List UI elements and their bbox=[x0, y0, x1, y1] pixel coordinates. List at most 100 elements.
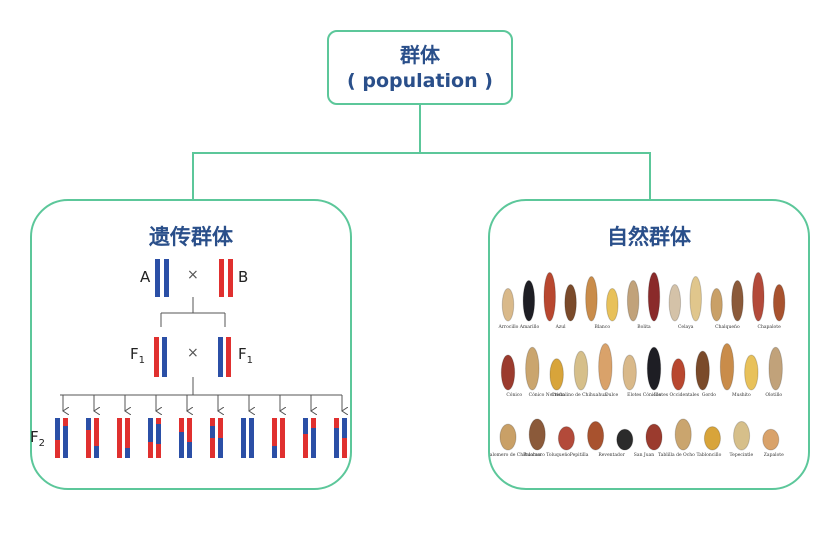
chromosome-f2-5b-seg-1 bbox=[218, 438, 223, 458]
maize-label-0-6: Chapalote bbox=[758, 324, 782, 330]
maize-label-2-8: Zapalote bbox=[764, 452, 784, 458]
chromosome-f2-0b-seg-0 bbox=[63, 418, 68, 426]
maize-label-0-1: Azul bbox=[555, 324, 567, 330]
chromosome-f2-9a-seg-0 bbox=[334, 418, 339, 428]
maize-label-1-8: Olotillo bbox=[765, 392, 782, 398]
maize-ear-1-4 bbox=[598, 342, 613, 391]
chromosome-f2-2b-seg-0 bbox=[125, 418, 130, 448]
maize-ear-1-0 bbox=[500, 354, 516, 391]
chromosome-f2-9b-seg-1 bbox=[342, 438, 347, 458]
chromosome-f1a2-seg-0 bbox=[162, 337, 167, 377]
maize-label-1-7: Mushito bbox=[732, 392, 751, 398]
maize-label-2-3: Reventador bbox=[598, 452, 625, 458]
chromosome-f2-8b-seg-1 bbox=[311, 428, 316, 458]
maize-ear-0-11 bbox=[731, 280, 744, 322]
chromosome-f2-1b-seg-1 bbox=[94, 446, 99, 458]
maize-ear-0-13 bbox=[772, 284, 786, 322]
parent-a-label: A bbox=[140, 268, 151, 286]
maize-ear-2-5 bbox=[645, 423, 663, 451]
maize-ear-0-3 bbox=[564, 284, 577, 322]
chromosome-f2-9b-seg-0 bbox=[342, 418, 347, 438]
chromosome-f2-4a-seg-1 bbox=[179, 432, 184, 458]
chromosome-f2-1b-seg-0 bbox=[94, 418, 99, 446]
maize-label-1-4: Elotes Cónicos bbox=[627, 391, 661, 398]
chromosome-f1b1-seg-0 bbox=[218, 337, 223, 377]
maize-label-2-2: Pepitilla bbox=[570, 452, 589, 458]
maize-label-1-6: Gordo bbox=[702, 392, 716, 398]
chromosome-b1-seg-0 bbox=[219, 259, 224, 297]
chromosome-f2-3a-seg-1 bbox=[148, 442, 153, 458]
root-subtitle: ( population ) bbox=[347, 69, 493, 92]
chromosome-b2-seg-0 bbox=[228, 259, 233, 297]
maize-label-2-4: San Juan bbox=[634, 452, 654, 458]
connector-horizontal bbox=[192, 152, 651, 154]
maize-ear-0-1 bbox=[522, 280, 536, 322]
cross-symbol-f1: × bbox=[187, 345, 199, 361]
chromosome-f2-3b-seg-2 bbox=[156, 444, 161, 458]
genetic-population-title: 遗传群体 bbox=[149, 225, 233, 249]
maize-ear-2-6 bbox=[674, 418, 692, 451]
maize-label-0-2: Blanco bbox=[595, 324, 611, 330]
maize-ear-2-1 bbox=[528, 418, 546, 451]
genetic-population-node: 遗传群体 A B × F1 F1 × F2 bbox=[30, 199, 352, 490]
cross-symbol-parents: × bbox=[187, 267, 199, 283]
parent-cross-lines bbox=[160, 297, 226, 327]
maize-ear-0-6 bbox=[626, 280, 640, 322]
connector-root-down bbox=[419, 105, 421, 153]
maize-label-1-2: Cristalino de Chihuahua bbox=[551, 392, 607, 398]
maize-ear-1-6 bbox=[646, 346, 662, 391]
chromosome-f2-8b-seg-0 bbox=[311, 418, 316, 428]
chromosome-a1-seg-0 bbox=[155, 259, 160, 297]
chromosome-f2-7b-seg-0 bbox=[280, 418, 285, 458]
connector-right-down bbox=[649, 152, 651, 200]
maize-ear-0-2 bbox=[543, 272, 556, 322]
maize-label-0-0: Arrocillo Amarillo bbox=[498, 324, 540, 330]
natural-population-title: 自然群体 bbox=[607, 225, 691, 249]
maize-label-0-5: Chalqueño bbox=[715, 323, 740, 330]
chromosome-f2-6b-seg-0 bbox=[249, 418, 254, 458]
maize-ear-1-10 bbox=[744, 354, 759, 391]
chromosome-f2-2a-seg-0 bbox=[117, 418, 122, 458]
chromosome-f2-7a-seg-1 bbox=[272, 446, 277, 458]
chromosome-f2-6a-seg-0 bbox=[241, 418, 246, 458]
maize-ear-1-3 bbox=[573, 350, 589, 391]
maize-ear-2-0 bbox=[499, 423, 517, 451]
chromosome-f2-0a-seg-1 bbox=[55, 440, 60, 458]
maize-ear-1-5 bbox=[622, 354, 637, 391]
chromosome-f2-9a-seg-1 bbox=[334, 428, 339, 458]
maize-label-2-7: Tepecintle bbox=[730, 452, 754, 458]
chromosome-f2-4b-seg-1 bbox=[187, 442, 192, 458]
maize-label-1-0: Cónico bbox=[506, 391, 522, 398]
maize-ear-2-8 bbox=[733, 421, 751, 451]
chromosome-f2-0b-seg-1 bbox=[63, 426, 68, 458]
chromosome-f2-8a-seg-1 bbox=[303, 434, 308, 458]
chromosome-f2-2b-seg-1 bbox=[125, 448, 130, 458]
f1-left-label: F1 bbox=[130, 345, 145, 366]
maize-ear-2-3 bbox=[587, 421, 605, 451]
chromosome-f2-5a-seg-1 bbox=[210, 426, 215, 438]
chromosome-f2-3b-seg-0 bbox=[156, 418, 161, 424]
chromosome-f1b2-seg-0 bbox=[226, 337, 231, 377]
maize-ear-1-7 bbox=[671, 358, 686, 391]
maize-ear-1-8 bbox=[695, 350, 710, 391]
maize-ear-1-11 bbox=[768, 346, 783, 391]
chromosome-f2-3a-seg-0 bbox=[148, 418, 153, 442]
f2-label: F2 bbox=[30, 428, 45, 449]
maize-ear-0-7 bbox=[647, 272, 661, 322]
chromosome-f2-8a-seg-0 bbox=[303, 418, 308, 434]
maize-label-2-1: Palomero Toluqueño bbox=[523, 451, 570, 458]
maize-ear-1-2 bbox=[549, 358, 564, 391]
chromosome-f2-0a-seg-0 bbox=[55, 418, 60, 440]
chromosome-f1a1-seg-0 bbox=[154, 337, 159, 377]
chromosome-f2-5a-seg-2 bbox=[210, 438, 215, 458]
chromosome-f2-4a-seg-0 bbox=[179, 418, 184, 432]
maize-ear-2-4 bbox=[616, 428, 634, 451]
maize-label-1-1: Cónico Norteño bbox=[529, 391, 565, 398]
chromosome-a2-seg-0 bbox=[164, 259, 169, 297]
maize-ear-2-2 bbox=[557, 426, 575, 451]
maize-label-2-5: Tablilla de Ocho bbox=[658, 452, 695, 458]
maize-ear-1-9 bbox=[719, 342, 735, 391]
maize-ear-0-8 bbox=[668, 284, 682, 322]
chromosome-f2-5a-seg-0 bbox=[210, 418, 215, 426]
